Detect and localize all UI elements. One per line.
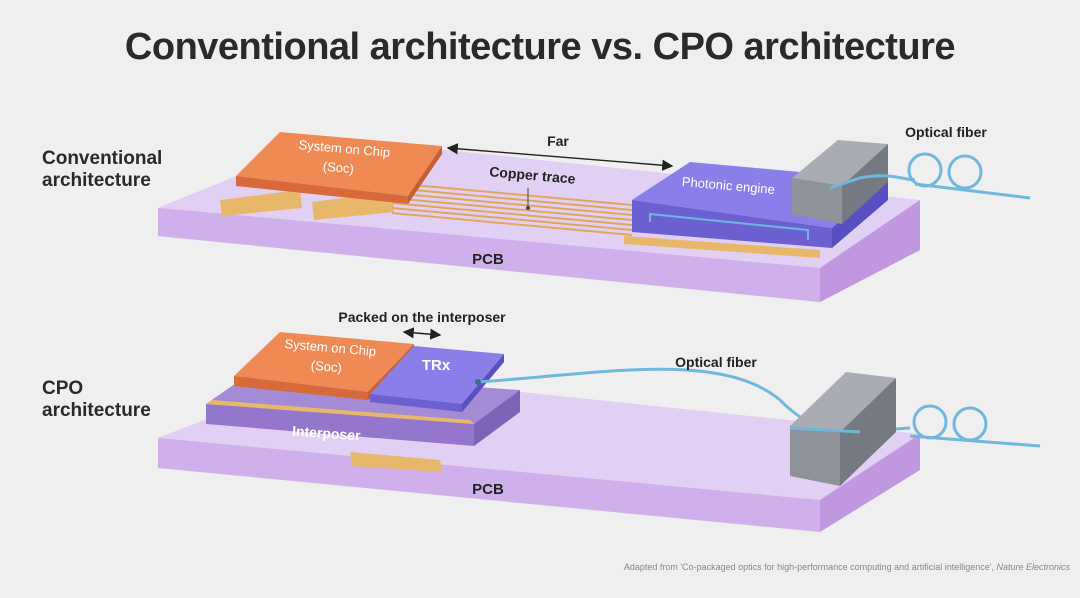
cpo-diagram: Interposer System on Chip (Soc) TRx Pack…: [158, 309, 1041, 532]
cpo-pcb-label: PCB: [472, 481, 504, 498]
conventional-diagram: System on Chip (Soc) Far Copper trace Ph…: [158, 124, 1031, 302]
far-label: Far: [547, 133, 569, 149]
packed-label: Packed on the interposer: [338, 309, 506, 325]
packed-arrow: [402, 327, 442, 340]
cpo-section-label: CPO architecture: [42, 378, 151, 422]
page-title: Conventional architecture vs. CPO archit…: [124, 26, 956, 68]
far-arrow: [446, 143, 674, 171]
copper-trace-label: Copper trace: [489, 163, 577, 186]
conventional-soc-label-line2: (Soc): [322, 159, 354, 177]
conventional-label-line1: Conventional: [42, 148, 163, 169]
source-credit-journal: Nature Electronics: [996, 562, 1070, 572]
cpo-connector: [790, 372, 896, 486]
conventional-connector: [792, 140, 888, 224]
copper-traces: [391, 182, 633, 236]
cpo-soc-label-line2: (Soc): [310, 358, 342, 376]
source-credit: Adapted from 'Co-packaged optics for hig…: [624, 562, 1070, 572]
source-credit-text: Adapted from 'Co-packaged optics for hig…: [623, 562, 994, 572]
cpo-optical-fiber-label: Optical fiber: [675, 354, 757, 370]
photonic-pads: [624, 236, 820, 258]
conventional-section-label: Conventional architecture: [42, 148, 162, 192]
conventional-soc-chip: [236, 132, 442, 204]
conventional-pcb-label: PCB: [472, 251, 504, 268]
trx-label: TRx: [422, 357, 451, 374]
cpo-label-line2: architecture: [42, 400, 151, 421]
cpo-label-line1: CPO: [42, 378, 84, 399]
interposer-label: Interposer: [292, 423, 362, 444]
conventional-label-line2: architecture: [42, 170, 151, 191]
conventional-optical-fiber-label: Optical fiber: [905, 124, 987, 140]
conventional-optical-fiber: [829, 152, 1031, 200]
cpo-pcb-pads: [350, 452, 442, 472]
